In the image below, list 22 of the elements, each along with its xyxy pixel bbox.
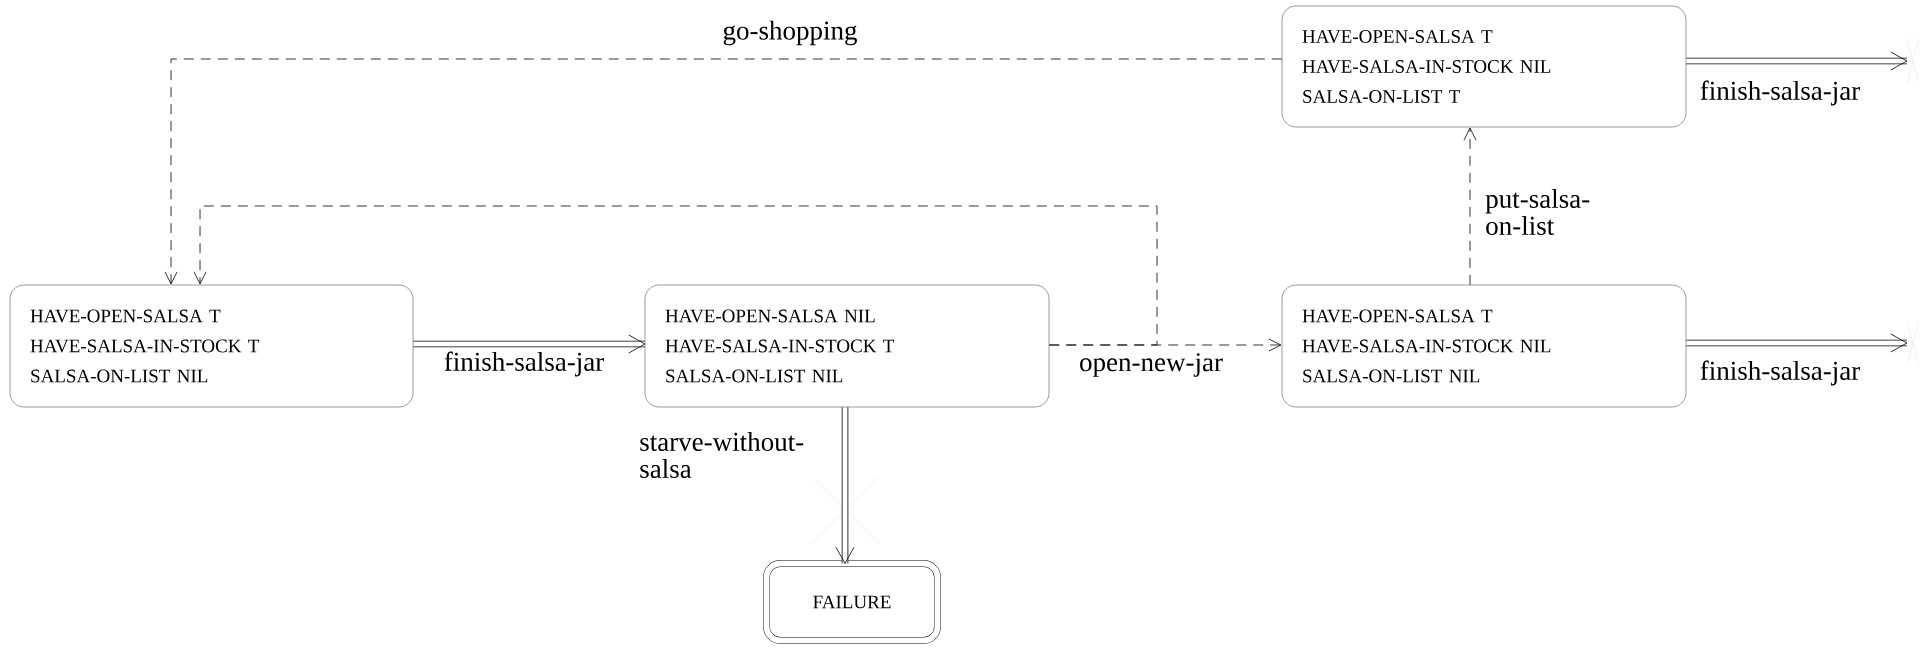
edge-label: finish-salsa-jar xyxy=(1697,78,1863,108)
arrow xyxy=(193,205,1158,346)
state-box: HAVE-OPEN-SALSA T HAVE-SALSA-IN-STOCK NIL SALSA-ON-LIST T xyxy=(1281,5,1687,128)
edge-label: finish-salsa-jar xyxy=(441,349,607,379)
failure-box: FAILURE xyxy=(763,560,941,644)
arrow xyxy=(1048,338,1282,352)
edge-label: put-salsa- on-list xyxy=(1483,187,1598,237)
state-box: HAVE-OPEN-SALSA T HAVE-SALSA-IN-STOCK T SALSA-ON-LIST NIL xyxy=(9,284,414,408)
arrow xyxy=(1686,333,1908,353)
arrow xyxy=(1463,127,1477,286)
state-box: HAVE-OPEN-SALSA T HAVE-SALSA-IN-STOCK NIL SALSA-ON-LIST NIL xyxy=(1281,284,1687,408)
cross-mark xyxy=(1907,39,1919,83)
arrow xyxy=(164,58,1283,285)
edge-label: open-new-jar xyxy=(1077,351,1225,379)
edge-label: go-shopping xyxy=(720,18,860,48)
cross-mark xyxy=(1907,321,1919,365)
arrow xyxy=(413,334,646,354)
state-box: HAVE-OPEN-SALSA NIL HAVE-SALSA-IN-STOCK T SALSA-ON-LIST NIL xyxy=(644,284,1050,408)
arrow xyxy=(835,407,855,564)
edge-label: starve-without- salsa xyxy=(637,430,842,480)
arrow xyxy=(1686,51,1908,71)
edge-label: finish-salsa-jar xyxy=(1697,358,1863,388)
